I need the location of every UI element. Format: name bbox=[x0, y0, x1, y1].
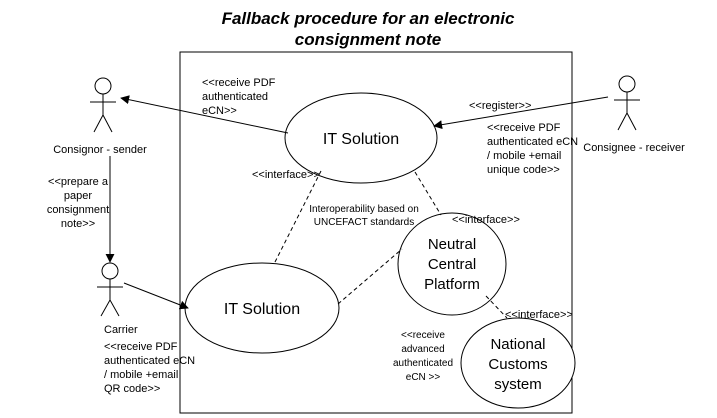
label-interface-top: <<interface>> bbox=[252, 169, 320, 181]
label-receive-pdf-right-2: authenticated eCN bbox=[487, 136, 578, 148]
label-interoperability-2: UNCEFACT standards bbox=[314, 217, 414, 228]
label-prepare-paper-4: note>> bbox=[61, 218, 95, 230]
neutral-platform-line-1: Neutral bbox=[428, 236, 476, 253]
label-receive-pdf-carrier-2: authenticated eCN bbox=[104, 355, 195, 367]
label-register: <<register>> bbox=[469, 100, 531, 112]
label-prepare-paper-1: <<prepare a bbox=[48, 176, 109, 188]
label-receive-pdf-right-3: / mobile +email bbox=[487, 150, 561, 162]
label-receive-pdf-top-2: authenticated bbox=[202, 91, 268, 103]
neutral-platform-line-3: Platform bbox=[424, 276, 480, 293]
national-customs-line-1: National bbox=[490, 336, 545, 353]
edge-consignee-register bbox=[433, 96, 609, 130]
national-customs-line-2: Customs bbox=[488, 356, 547, 373]
label-interoperability-1: Interoperability based on bbox=[309, 204, 419, 215]
label-receive-pdf-top-3: eCN>> bbox=[202, 105, 237, 117]
it-solution-bottom-label: IT Solution bbox=[224, 301, 300, 318]
label-receive-advanced-4: eCN >> bbox=[406, 372, 441, 383]
diagram-title-line-1: Fallback procedure for an electronic bbox=[222, 9, 515, 28]
label-prepare-paper-2: paper bbox=[64, 190, 92, 202]
diagram-title-line-2: consignment note bbox=[295, 30, 441, 49]
neutral-platform-usecase bbox=[397, 212, 507, 316]
label-receive-pdf-carrier-3: / mobile +email bbox=[104, 369, 178, 381]
consignee-actor-icon bbox=[614, 75, 640, 131]
edge-carrier-to-it bbox=[123, 282, 189, 310]
label-receive-advanced-3: authenticated bbox=[393, 358, 453, 369]
label-interface-low: <<interface>> bbox=[505, 309, 573, 321]
edge-interface-platform-customs bbox=[485, 295, 508, 319]
label-receive-advanced-1: <<receive bbox=[401, 330, 445, 341]
consignor-actor-icon bbox=[90, 77, 116, 133]
national-customs-usecase bbox=[460, 317, 576, 409]
consignee-label: Consignee - receiver bbox=[583, 142, 685, 154]
edge-it-to-consignor bbox=[120, 95, 289, 134]
label-prepare-paper-3: consignment bbox=[47, 204, 109, 216]
edge-interface-it-platform bbox=[414, 171, 442, 216]
edge-interface-it-platform-bottom bbox=[337, 248, 403, 305]
national-customs-line-3: system bbox=[494, 376, 542, 393]
label-receive-pdf-right-4: unique code>> bbox=[487, 164, 560, 176]
carrier-label: Carrier bbox=[104, 324, 138, 336]
edge-interface-it-it bbox=[273, 170, 322, 265]
it-solution-top-label: IT Solution bbox=[323, 131, 399, 148]
consignor-label: Consignor - sender bbox=[53, 144, 147, 156]
label-receive-pdf-carrier-4: QR code>> bbox=[104, 383, 160, 395]
label-receive-advanced-2: advanced bbox=[401, 344, 444, 355]
label-receive-pdf-carrier-1: <<receive PDF bbox=[104, 341, 178, 353]
label-receive-pdf-top-1: <<receive PDF bbox=[202, 77, 276, 89]
label-receive-pdf-right-1: <<receive PDF bbox=[487, 122, 561, 134]
label-interface-mid: <<interface>> bbox=[452, 214, 520, 226]
it-solution-top-usecase bbox=[284, 92, 438, 184]
system-boundary bbox=[179, 51, 573, 414]
neutral-platform-line-2: Central bbox=[428, 256, 476, 273]
carrier-actor-icon bbox=[97, 262, 123, 317]
